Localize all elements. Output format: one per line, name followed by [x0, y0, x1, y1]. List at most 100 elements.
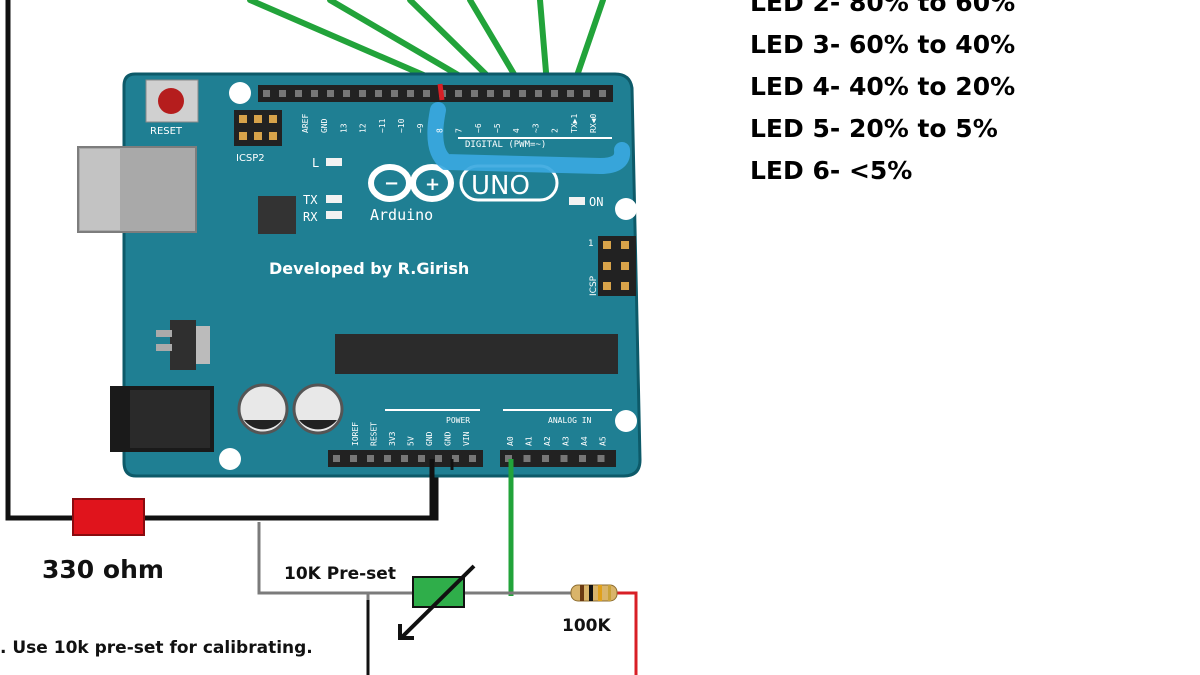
- digital-header: [258, 85, 613, 102]
- header-pin: [333, 455, 340, 462]
- dc-jack: [110, 386, 214, 452]
- capacitors: [237, 383, 344, 435]
- preset-label: 10K Pre-set: [284, 564, 396, 584]
- header-pin: [551, 90, 558, 97]
- pin-label: ~5: [493, 123, 502, 133]
- pin-label: ~6: [474, 123, 483, 133]
- header-pin: [423, 90, 430, 97]
- digital-label: DIGITAL (PWM=~): [465, 140, 546, 150]
- header-pin: [359, 90, 366, 97]
- resistor-100k-label: 100K: [562, 616, 611, 636]
- header-pin: [487, 90, 494, 97]
- ground-wire: [5, 0, 439, 521]
- pin-label: 3V3: [388, 431, 397, 446]
- header-pin: [327, 90, 334, 97]
- credit-text: Developed by R.Girish: [269, 259, 469, 278]
- pin-label: A5: [599, 436, 608, 446]
- pin-label: ~9: [416, 123, 425, 133]
- resistor-330-label: 330 ohm: [42, 555, 164, 584]
- header-pin: [311, 90, 318, 97]
- pin-label: 12: [359, 123, 368, 133]
- svg-text:+: +: [425, 174, 440, 195]
- analog-label: ANALOG IN: [548, 416, 592, 425]
- header-pin: [583, 90, 590, 97]
- pin-label: GND: [444, 431, 453, 446]
- led-tx-label: TX: [303, 193, 318, 207]
- header-pin: [279, 90, 286, 97]
- header-pin: [567, 90, 574, 97]
- pin-label: A0: [506, 436, 515, 446]
- header-pin: [503, 90, 510, 97]
- power-label: POWER: [446, 416, 470, 425]
- icsp-pin1-label: 1: [588, 239, 594, 249]
- header-pin: [452, 455, 459, 462]
- pin-label: A2: [543, 436, 552, 446]
- arduino-board: − + RESET ICSP2 L TX RX ON UNO Arduino D…: [77, 72, 642, 478]
- header-pin: [391, 90, 398, 97]
- header-pin: [343, 90, 350, 97]
- arduino-logo-icon: [368, 164, 454, 202]
- analog-header: [500, 450, 616, 467]
- brand-logo-text: UNO: [471, 171, 530, 201]
- pin-label: TX▶1: [570, 114, 579, 133]
- atmega-chip: [335, 334, 618, 374]
- pin-label: 8: [435, 128, 444, 133]
- preset-10k: [398, 564, 476, 640]
- resistor-100k: [570, 584, 618, 602]
- header-pin: [519, 90, 526, 97]
- usb-chip: [258, 196, 296, 234]
- header-pin: [367, 455, 374, 462]
- resistor-330-ohm: [72, 498, 145, 536]
- pin-label: A4: [580, 436, 589, 446]
- led-on-label: ON: [589, 195, 603, 209]
- pin-label: ~11: [378, 118, 387, 133]
- led-l-label: L: [312, 156, 319, 170]
- pin-label: 13: [339, 123, 348, 133]
- icsp-label: ICSP: [589, 275, 599, 296]
- header-pin: [542, 455, 549, 462]
- header-pin: [535, 90, 542, 97]
- status-leds: [326, 158, 585, 219]
- pin-label: A1: [525, 436, 534, 446]
- legend-line: LED 6- <5%: [750, 156, 913, 185]
- icsp-header: [598, 236, 636, 296]
- calibration-note: . Use 10k pre-set for calibrating.: [0, 638, 313, 658]
- header-pin: [384, 455, 391, 462]
- pin-label: GND: [320, 118, 329, 133]
- header-pin: [435, 455, 442, 462]
- legend-line: LED 2- 80% to 60%: [750, 0, 1016, 17]
- header-pin: [350, 455, 357, 462]
- pin-label: A3: [562, 436, 571, 446]
- header-pin: [579, 455, 586, 462]
- legend-line: LED 3- 60% to 40%: [750, 30, 1016, 59]
- header-pin: [263, 90, 270, 97]
- legend-line: LED 4- 40% to 20%: [750, 72, 1016, 101]
- pin-label: IOREF: [351, 422, 360, 446]
- legend-line: LED 5- 20% to 5%: [750, 114, 998, 143]
- pin-label: 5V: [407, 436, 416, 446]
- header-pin: [418, 455, 425, 462]
- header-pin: [455, 90, 462, 97]
- header-pin: [375, 90, 382, 97]
- reset-label: RESET: [150, 126, 183, 137]
- header-pin: [560, 455, 568, 462]
- header-pin: [471, 90, 478, 97]
- svg-text:−: −: [384, 173, 399, 194]
- pin-label: ~3: [531, 123, 540, 133]
- header-pin: [407, 90, 414, 97]
- brand-name: Arduino: [370, 206, 433, 224]
- pin-label: AREF: [301, 114, 310, 133]
- header-pin: [597, 455, 605, 462]
- header-pin: [523, 455, 531, 462]
- icsp2-label: ICSP2: [236, 153, 265, 164]
- header-pin: [401, 455, 408, 462]
- led-rx-label: RX: [303, 210, 318, 224]
- header-pin: [599, 90, 606, 97]
- pin-label: 2: [551, 128, 560, 133]
- header-pin: [505, 455, 512, 462]
- header-pin: [469, 455, 476, 462]
- icsp2-header: [234, 110, 282, 146]
- digital-highlight: [427, 102, 631, 175]
- pin-label: GND: [425, 431, 434, 446]
